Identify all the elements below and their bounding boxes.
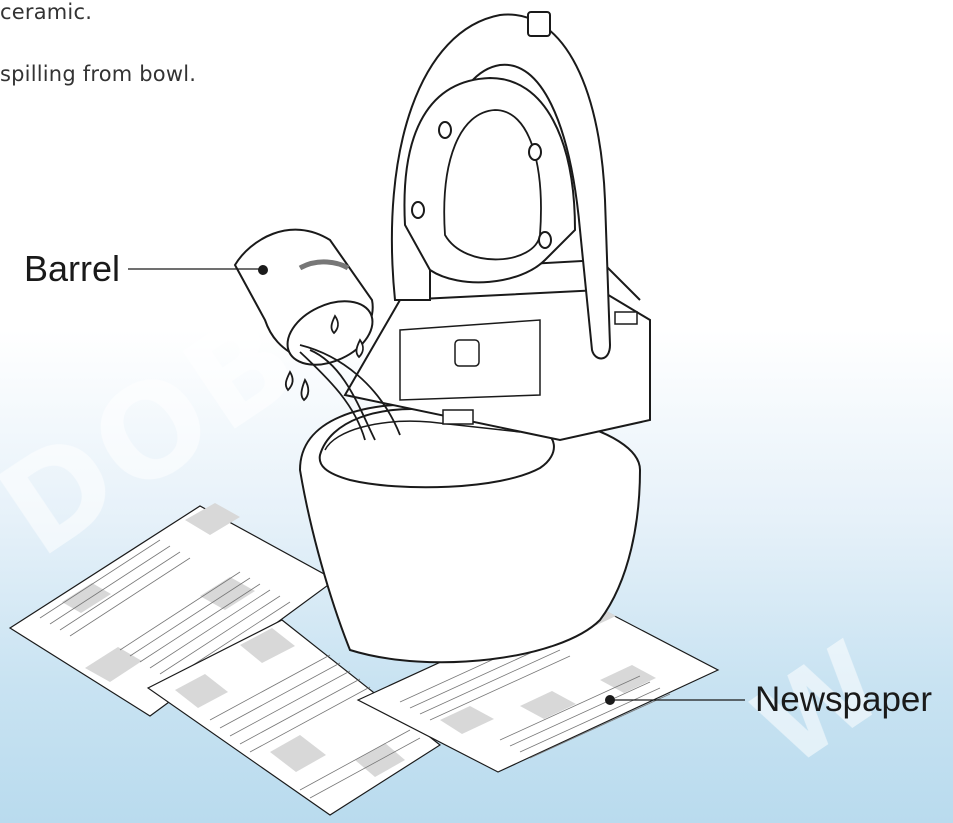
newspaper-label: Newspaper <box>755 680 932 720</box>
barrel-label: Barrel <box>24 248 120 290</box>
